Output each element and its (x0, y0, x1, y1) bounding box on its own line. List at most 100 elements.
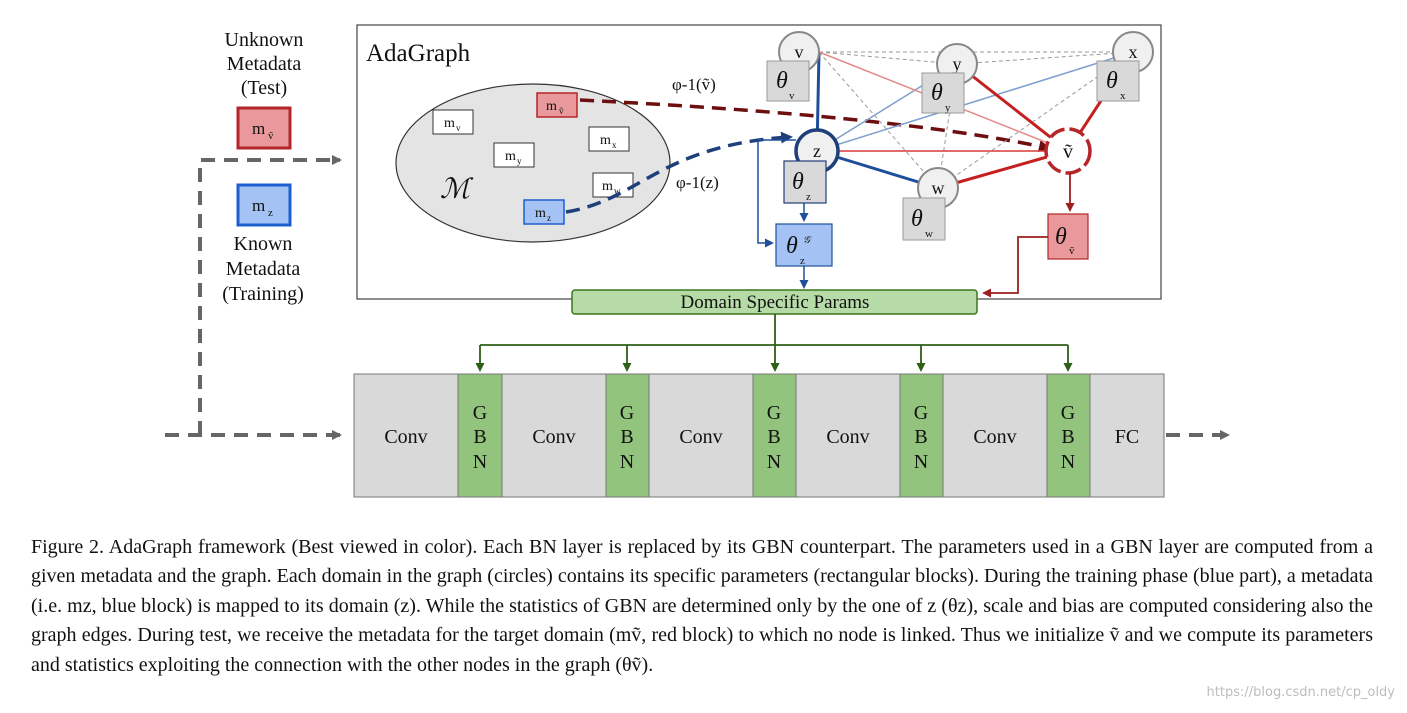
gbn-block (1046, 373, 1091, 498)
gbn-block (457, 373, 503, 498)
metadata-item-box (432, 109, 474, 135)
metadata-space-symbol: ℳ (440, 174, 474, 205)
gbn-param-arrows (475, 314, 1073, 372)
param-theta: θ (792, 169, 804, 195)
test-metadata-block (236, 106, 292, 150)
adagraph-title: AdaGraph (366, 40, 471, 67)
test-metadata-main: m (252, 119, 265, 138)
known-label-line2: Metadata (226, 258, 301, 280)
metadata-item-box (523, 199, 565, 225)
input-flow-arrows (165, 155, 1230, 440)
conv-label: Conv (826, 426, 869, 448)
param-sup: 𝒢 (803, 235, 812, 246)
metadata-item: m w (592, 172, 634, 198)
watermark: https://blog.csdn.net/cp_oldy (1206, 685, 1395, 700)
param-theta: θ (786, 233, 798, 259)
test-mapping-label: φ-1(ṽ) (672, 75, 716, 94)
train-mapping-arrow (565, 131, 793, 214)
node-label: v (795, 42, 804, 62)
graph-node-v: v θ v (766, 31, 820, 102)
conv-block (795, 373, 901, 498)
node-label: ṽ (1063, 141, 1073, 163)
conv-block (942, 373, 1048, 498)
metadata-item-main: m (444, 116, 455, 131)
graph-node-vtilde: ṽ θ ṽ (1044, 127, 1092, 260)
unknown-label-line3: (Test) (241, 77, 287, 99)
figure-caption: Figure 2. AdaGraph framework (Best viewe… (31, 533, 1373, 680)
param-box (766, 60, 810, 102)
metadata-item-sub: w (614, 186, 621, 196)
conv-block (648, 373, 754, 498)
metadata-item-sub: z (547, 213, 551, 223)
param-box (783, 160, 827, 204)
test-metadata-sub: ṽ (268, 130, 274, 142)
param-theta: θ (1055, 224, 1067, 250)
domain-params-label: Domain Specific Params (681, 292, 870, 313)
metadata-item-sub: y (517, 156, 522, 166)
metadata-item-test: m ṽ (536, 92, 578, 118)
metadata-item-main: m (535, 206, 546, 221)
train-metadata-block (236, 183, 292, 227)
metadata-item: m x (588, 126, 630, 152)
metadata-item-train: m z (523, 199, 565, 225)
metadata-item-box (588, 126, 630, 152)
legend-unknown-metadata: Unknown Metadata (Test) m ṽ (225, 29, 303, 150)
gbn-block (752, 373, 797, 498)
param-theta: θ (776, 68, 788, 94)
metadata-item: m y (493, 142, 535, 168)
unknown-label-line2: Metadata (227, 53, 302, 75)
node-label: x (1129, 42, 1138, 62)
metadata-item-sub: v (456, 123, 461, 133)
conv-block (353, 373, 459, 498)
test-mapping-arrow (579, 98, 1051, 152)
metadata-item-main: m (602, 179, 613, 194)
metadata-item-sub: x (612, 140, 617, 150)
z-param-arrows (757, 139, 809, 289)
gbn-block (899, 373, 944, 498)
metadata-item-main: m (600, 133, 611, 148)
metadata-item-box (493, 142, 535, 168)
caption-text: Figure 2. AdaGraph framework (Best viewe… (31, 536, 1373, 676)
param-box (1047, 213, 1089, 260)
gbn-block (605, 373, 650, 498)
adagraph-diagram: Unknown Metadata (Test) m ṽ m z Known Me… (165, 24, 1230, 498)
node-label: w (932, 178, 945, 198)
param-sub: ṽ (1069, 245, 1075, 257)
param-theta: θ (1106, 68, 1118, 94)
train-metadata-sub: z (268, 207, 273, 219)
param-box (902, 197, 946, 241)
known-label-line3: (Training) (222, 283, 303, 305)
fc-block (1089, 373, 1165, 498)
param-sub: x (1120, 90, 1126, 102)
node-circle (1044, 127, 1092, 175)
param-theta: θ (931, 80, 943, 106)
param-box (921, 72, 965, 114)
conv-label: Conv (679, 426, 722, 448)
legend-known-metadata: m z Known Metadata (Training) (222, 183, 304, 305)
vtilde-param-arrows (982, 173, 1075, 298)
metadata-item-main: m (505, 149, 516, 164)
known-label-line1: Known (234, 233, 293, 255)
graph-node-y: y θ y (921, 43, 978, 114)
graph-edges (815, 51, 1135, 190)
train-mapping-label: φ-1(z) (676, 173, 719, 192)
metadata-item-box (592, 172, 634, 198)
metadata-item: m v (432, 109, 474, 135)
graph-param-z: θ 𝒢 z (775, 223, 833, 267)
node-label: z (813, 141, 821, 161)
fc-label: FC (1115, 426, 1139, 448)
param-theta: θ (911, 206, 923, 232)
dashed-arrow-to-adagraph (198, 155, 342, 435)
param-sub: v (789, 90, 795, 102)
train-metadata-main: m (252, 196, 265, 215)
param-box (1096, 60, 1140, 102)
metadata-item-sub: ṽ (559, 106, 564, 116)
conv-label: Conv (532, 426, 575, 448)
conv-label: Conv (384, 426, 427, 448)
